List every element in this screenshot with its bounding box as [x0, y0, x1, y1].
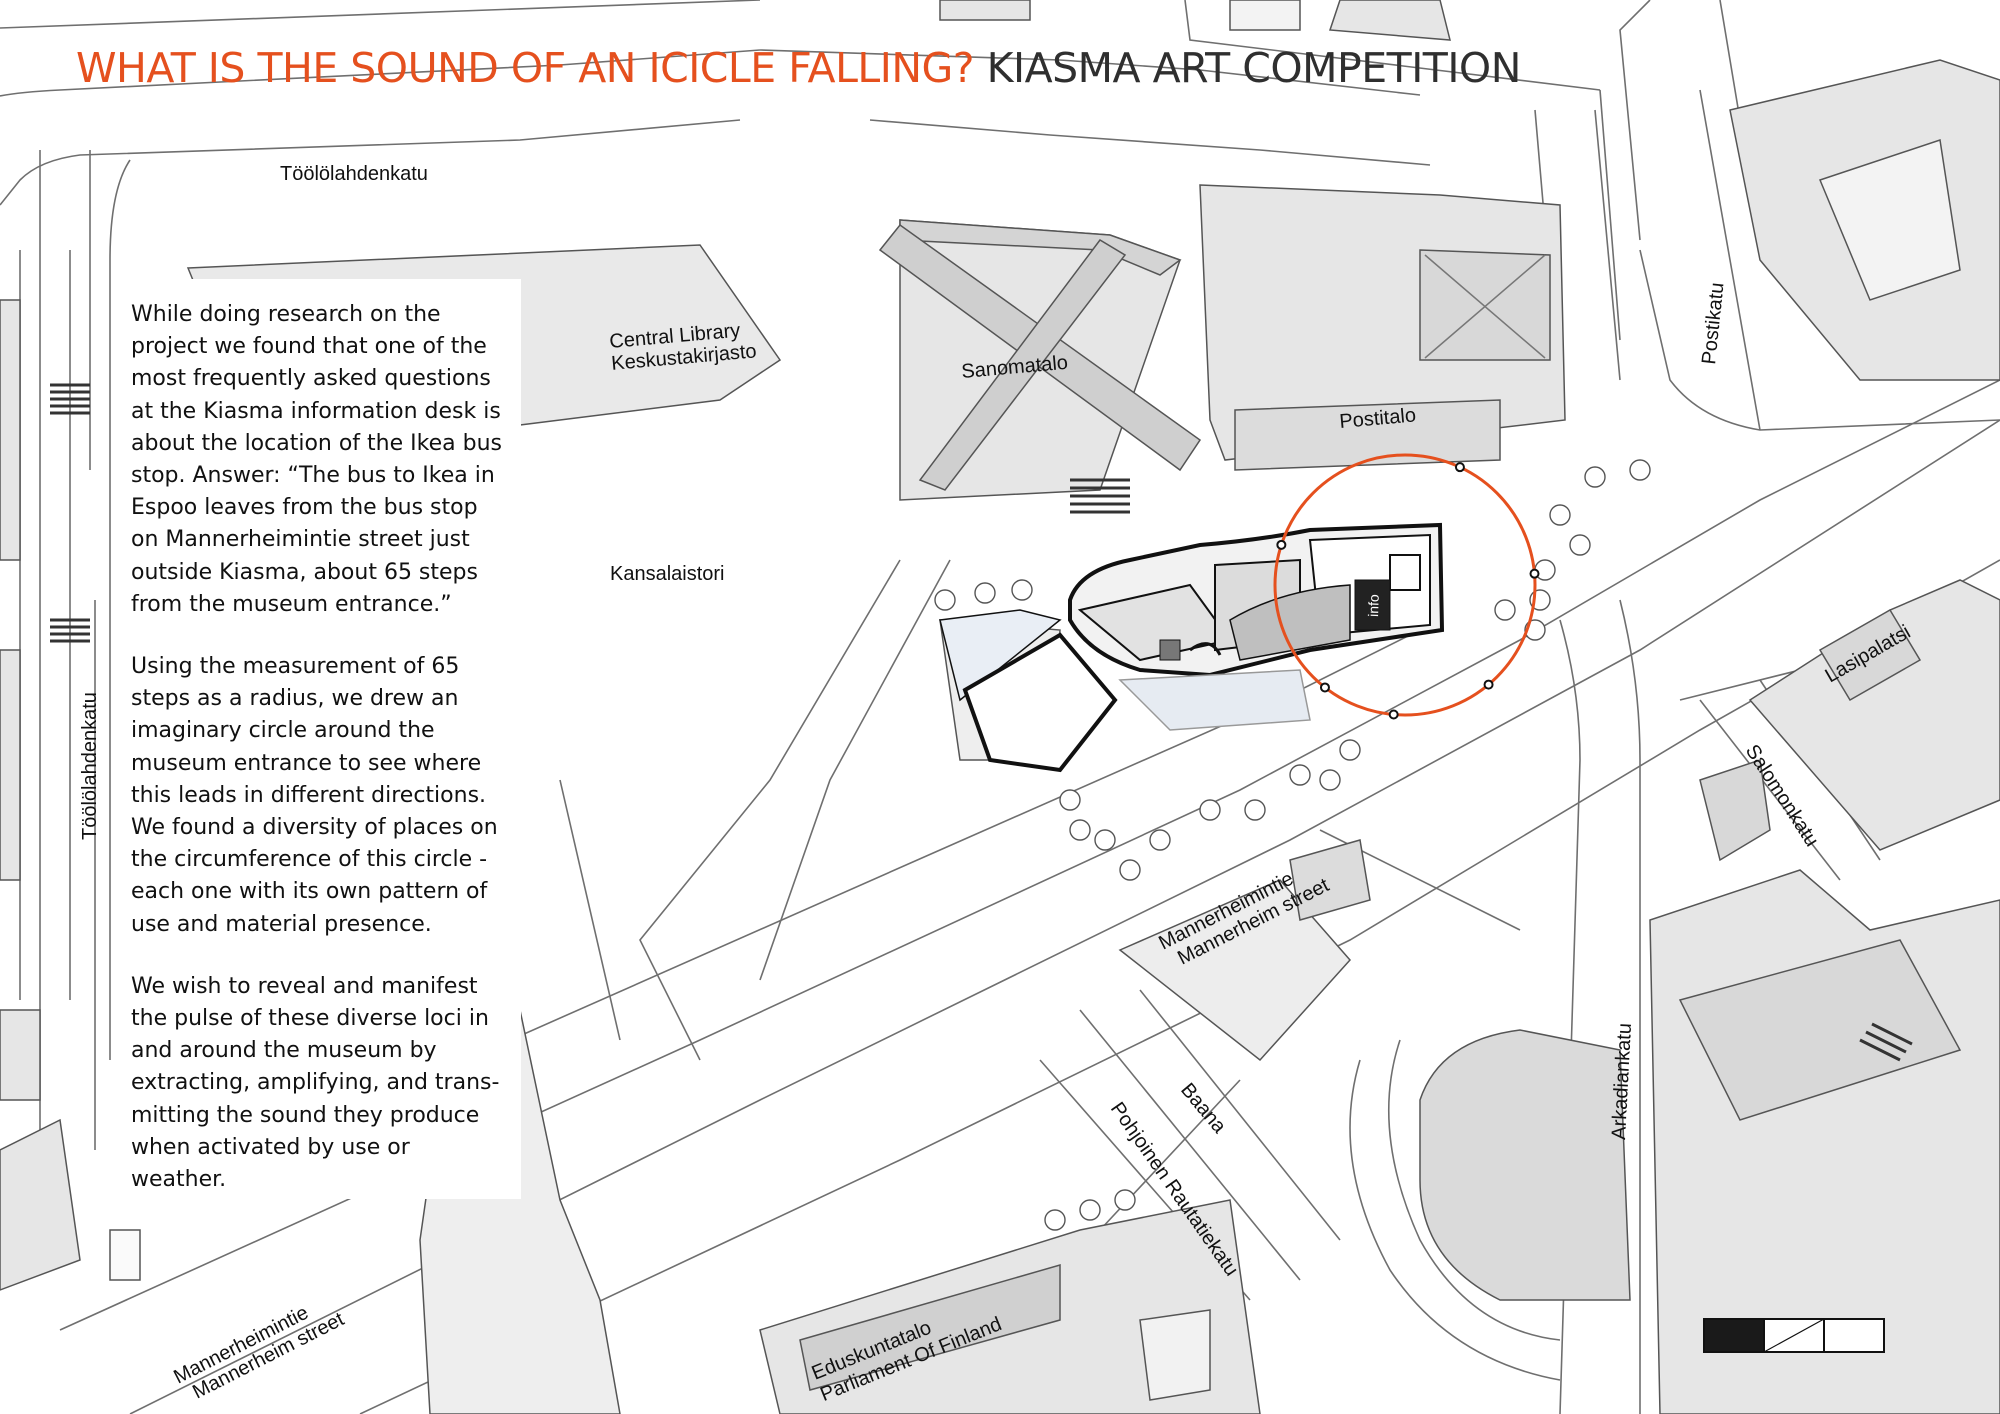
tree-icon: [1011, 579, 1033, 601]
label-arkadiankatu: Arkadiankatu: [1608, 1023, 1636, 1141]
tree-icon: [1199, 799, 1221, 821]
scale-bar-icon: [1703, 1318, 1885, 1353]
description-paragraph-1: While doing research on the project we f…: [131, 302, 502, 617]
tree-icon: [1059, 789, 1081, 811]
tree-icon: [1339, 739, 1361, 761]
label-kansalaistori: Kansalaistori: [610, 563, 725, 585]
circle-marker: [1388, 709, 1399, 720]
description-paragraph-3: We wish to reveal and manifest the pulse…: [131, 973, 500, 1193]
circle-marker: [1276, 539, 1287, 550]
tree-icon: [1549, 504, 1571, 526]
circle-marker: [1319, 682, 1330, 693]
description-panel: While doing research on the project we f…: [113, 279, 521, 1199]
tree-icon: [1149, 829, 1171, 851]
circle-marker: [1483, 679, 1494, 690]
trees: [934, 459, 1651, 1231]
kiasma-museum: [1068, 522, 1445, 678]
page-title: WHAT IS THE SOUND OF AN ICICLE FALLING? …: [76, 44, 1521, 92]
tree-icon: [1629, 459, 1651, 481]
tree-icon: [1289, 764, 1311, 786]
kiasma-annex-block: [962, 632, 1118, 773]
label-toolonlahdenkatu-left: Töölölahdenkatu: [79, 692, 101, 840]
tree-icon: [1569, 534, 1591, 556]
tree-icon: [1584, 466, 1606, 488]
tree-icon: [1494, 599, 1516, 621]
label-toolonlahdenkatu-top: Töölölahdenkatu: [280, 163, 428, 185]
65-steps-circle: [1273, 453, 1540, 720]
crosswalks: [50, 383, 1913, 1062]
tree-icon: [1114, 1189, 1136, 1211]
tree-icon: [1319, 769, 1341, 791]
kiasma-annex: [939, 609, 1311, 773]
tree-icon: [1244, 799, 1266, 821]
circle-marker: [1529, 568, 1540, 579]
tree-icon: [1044, 1209, 1066, 1231]
tree-icon: [934, 589, 956, 611]
label-baana: Baana: [1176, 1079, 1231, 1138]
label-postikatu: Postikatu: [1698, 281, 1728, 365]
description-paragraph-2: Using the measurement of 65 steps as a r…: [131, 654, 498, 937]
tree-icon: [1094, 829, 1116, 851]
title-question: WHAT IS THE SOUND OF AN ICICLE FALLING?: [76, 44, 975, 92]
circle-marker: [1454, 462, 1465, 473]
tree-icon: [974, 582, 996, 604]
tree-icon: [1069, 819, 1091, 841]
tree-icon: [1119, 859, 1141, 881]
title-competition: KIASMA ART COMPETITION: [986, 44, 1522, 92]
tree-icon: [1079, 1199, 1101, 1221]
label-info: info: [1365, 594, 1382, 617]
